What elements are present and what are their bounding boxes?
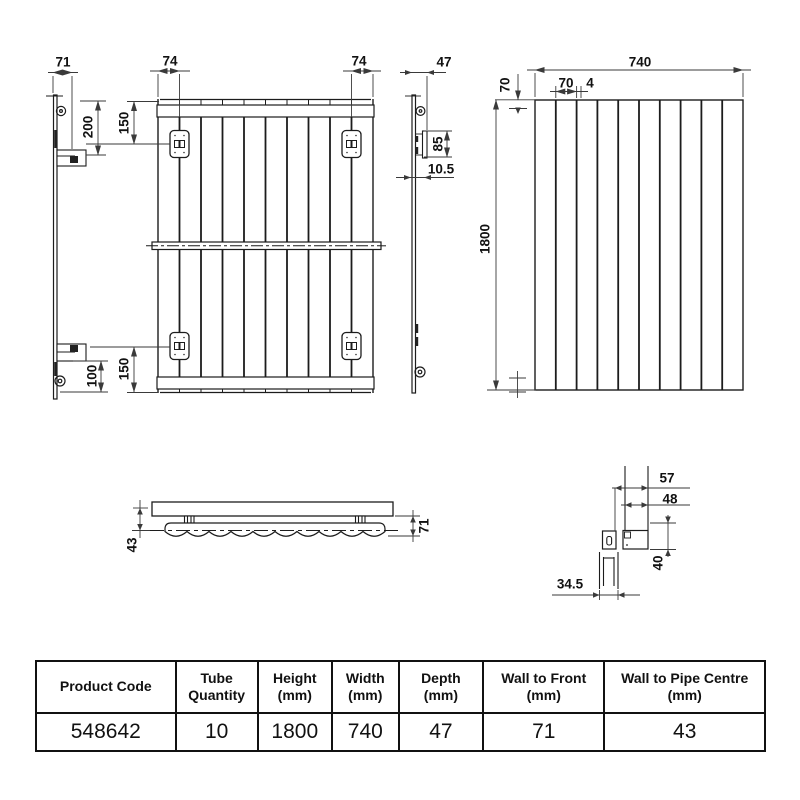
pipe-bracket-detail (552, 466, 690, 600)
dim-bracket-top-label: 150 (116, 111, 132, 135)
plan-top-view (132, 500, 420, 542)
dim-bracket-right-label: 74 (351, 53, 367, 69)
header-width: Width(mm) (333, 662, 400, 712)
middle-side-view (396, 70, 454, 394)
value-wall-to-pipe-centre: 43 (673, 720, 697, 743)
dim-side-depth-label: 71 (55, 54, 71, 70)
value-product-code: 548642 (37, 714, 177, 750)
value-tube-quantity: 10 (177, 714, 259, 750)
value-width: 740 (333, 714, 400, 750)
header-wall-to-pipe-centre: Wall to Pipe Centre(mm) (621, 669, 749, 704)
dim-top-margin-label: 70 (497, 77, 513, 93)
dim-bracket-height-label: 85 (430, 136, 446, 152)
dim-detail-outer-label: 57 (659, 470, 675, 486)
header-product-code: Product Code (37, 662, 177, 712)
dim-overall-width-label: 740 (628, 54, 652, 70)
left-side-view (46, 69, 108, 400)
right-front-view (487, 67, 751, 398)
dim-top-bracket-offset-label: 200 (80, 115, 96, 139)
dim-bracket-bottom-label: 150 (116, 357, 132, 381)
dim-detail-offset-label: 34.5 (556, 576, 584, 592)
dim-wall-front-label: 71 (416, 518, 432, 534)
header-height: Height(mm) (259, 662, 333, 712)
value-wall-to-front: 71 (484, 714, 606, 750)
dim-tube-width-label: 70 (558, 75, 574, 91)
spec-table-data-row: 548642 10 1800 740 47 71 43 (37, 714, 764, 750)
dim-pipe-centre-label: 43 (124, 537, 140, 553)
value-depth: 47 (400, 714, 485, 750)
dim-bottom-offset-label: 100 (84, 364, 100, 388)
dim-overall-height-label: 1800 (477, 223, 493, 255)
dim-bracket-offset-label: 10.5 (427, 161, 455, 177)
value-height: 1800 (259, 714, 333, 750)
dim-detail-height-label: 40 (650, 555, 666, 571)
dim-bracket-left-label: 74 (162, 53, 178, 69)
front-view (86, 68, 386, 394)
dim-tube-gap-label: 4 (586, 75, 594, 91)
dim-depth-label: 47 (436, 54, 452, 70)
mounting-bracket (169, 129, 362, 361)
header-wall-to-front: Wall to Front(mm) (484, 662, 606, 712)
drawing-canvas (46, 67, 751, 600)
header-depth: Depth(mm) (400, 662, 485, 712)
dim-detail-inner-label: 48 (662, 491, 678, 507)
